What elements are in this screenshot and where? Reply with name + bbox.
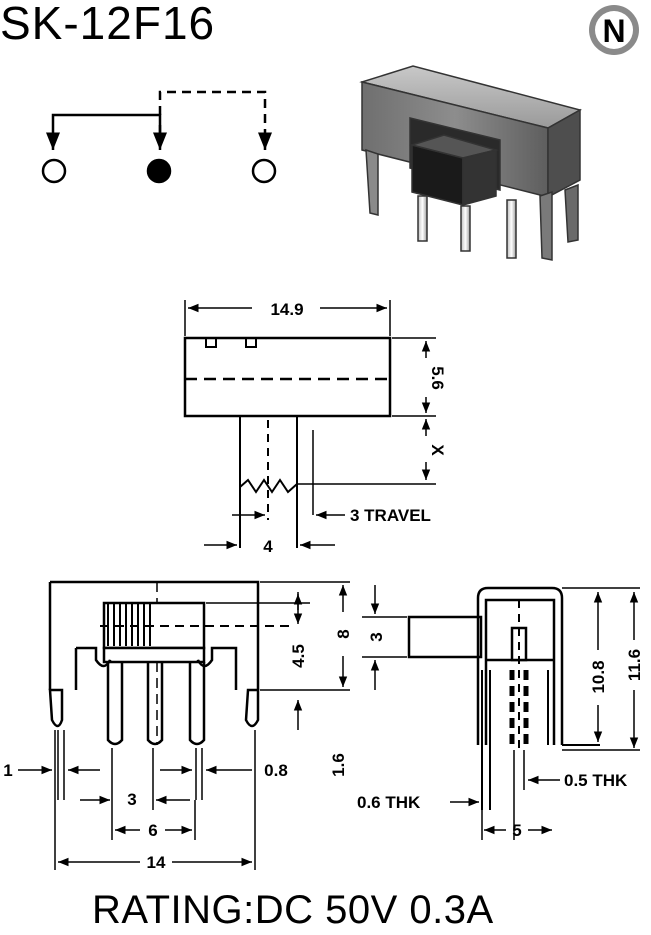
brand-logo: N xyxy=(589,5,639,55)
actuator-width-label: 4 xyxy=(263,537,273,556)
side-view xyxy=(362,585,640,840)
mount-width-label: 1 xyxy=(3,761,12,780)
front-view xyxy=(18,580,350,870)
logo-letter: N xyxy=(602,13,625,49)
switch-3d-illustration xyxy=(359,65,582,261)
thickness-large-label: 0.6 THK xyxy=(357,793,421,812)
top-x-label: X xyxy=(428,444,447,456)
pin-span-label: 5 xyxy=(512,821,521,840)
pin-pitch-label: 3 xyxy=(127,790,136,809)
pin-width-label: 0.8 xyxy=(264,761,288,780)
body-height-label: 4.5 xyxy=(289,644,308,668)
top-height-label: 5.6 xyxy=(428,366,447,390)
outer-pitch-label: 6 xyxy=(148,821,157,840)
total-width-label: 14 xyxy=(147,853,166,872)
top-view xyxy=(183,300,436,550)
switch-schematic xyxy=(41,90,277,184)
travel-label: 3 TRAVEL xyxy=(350,506,431,525)
model-title: SK-12F16 xyxy=(0,0,216,49)
thickness-small-label: 0.5 THK xyxy=(564,771,628,790)
total-height-label: 8 xyxy=(334,629,353,638)
actuator-height-label: 3 xyxy=(367,632,386,641)
top-width-label: 14.9 xyxy=(270,300,303,319)
outer-height-label: 11.6 xyxy=(625,649,644,681)
inner-height-label: 10.8 xyxy=(589,660,608,693)
rating-text: RATING:DC 50V 0.3A xyxy=(92,888,494,932)
lead-length-label: 1.6 xyxy=(329,753,348,777)
